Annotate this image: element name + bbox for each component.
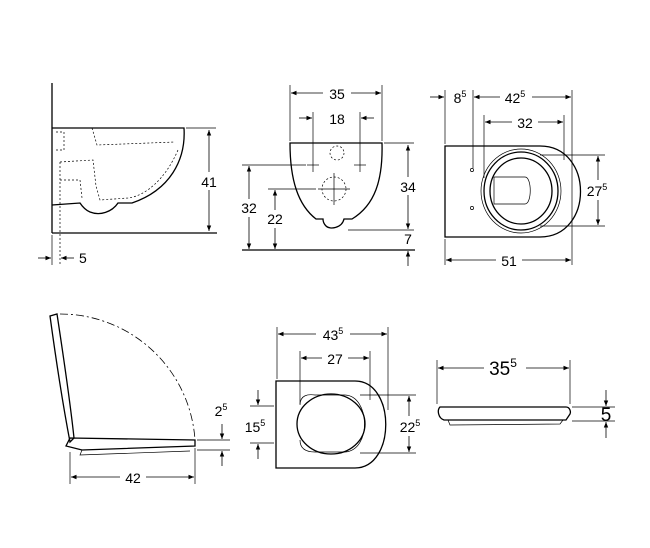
dim-outlet-height-22: 22: [267, 211, 283, 227]
seat-top-view: 435 27 155 225: [245, 325, 424, 469]
dim-height-41: 41: [201, 174, 217, 190]
dim-rear-offset: 85: [454, 89, 467, 106]
dim-bowl-height-34: 34: [400, 179, 416, 195]
dim-seat-inner-27: 27: [327, 351, 343, 367]
seat-open-side-view: 42 25: [49, 313, 230, 486]
dim-fixing-to-front: 425: [505, 89, 526, 106]
dim-wall-gap-5: 5: [79, 250, 87, 266]
dim-seat-side-length: 355: [489, 356, 517, 380]
dim-seat-width: 225: [400, 418, 421, 435]
dim-seat-width: 275: [587, 182, 608, 199]
dim-inner-length-32: 32: [517, 115, 533, 131]
dim-fixing-18: 18: [329, 111, 345, 127]
front-view: 35 18 34 32 22 7: [238, 84, 419, 266]
dim-hinge-offset: 155: [245, 418, 266, 435]
dim-length-51: 51: [501, 253, 517, 269]
dim-seat-thickness: 25: [215, 402, 228, 419]
dim-fixing-height-32: 32: [241, 200, 257, 216]
top-view: 85 425 32 275 51: [430, 88, 614, 269]
dim-seat-length-42: 42: [125, 470, 141, 486]
seat-side-view: 355 5: [436, 356, 615, 438]
dim-seat-height-5: 5: [601, 405, 612, 426]
side-view: 41 5: [38, 83, 219, 266]
dim-seat-top-length: 435: [323, 326, 344, 343]
dim-width-35: 35: [329, 86, 345, 102]
dim-offset-7: 7: [404, 231, 412, 247]
